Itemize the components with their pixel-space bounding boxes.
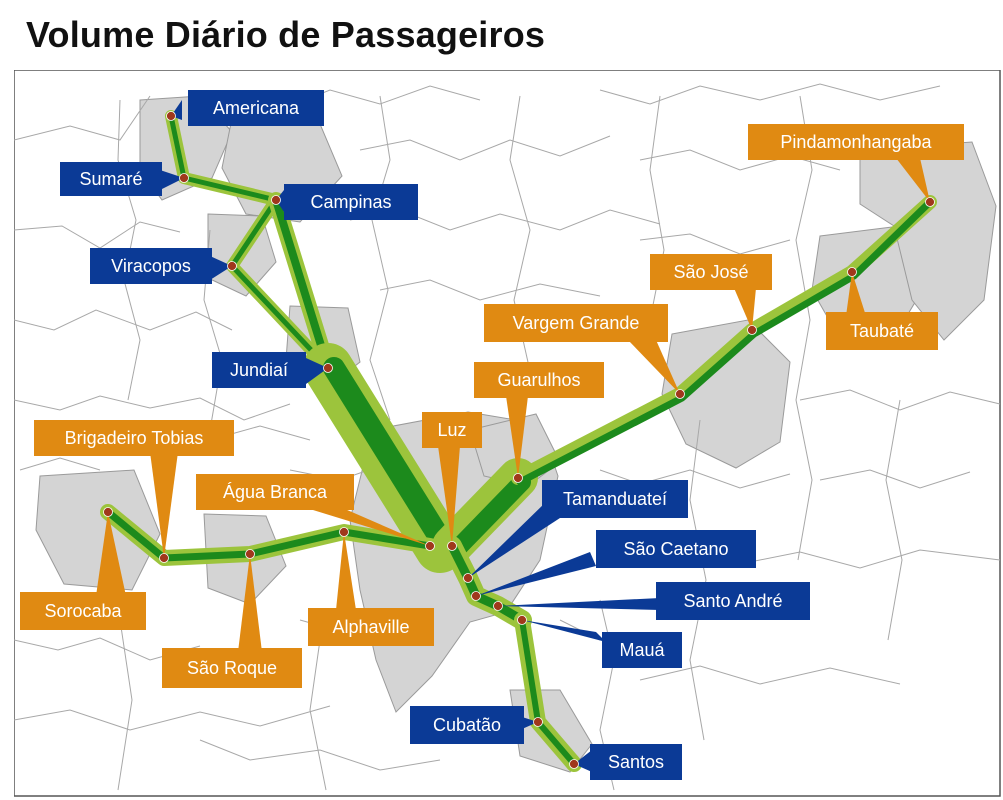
page-title: Volume Diário de Passageiros — [26, 14, 546, 55]
region-pinda — [859, 141, 997, 341]
label-sumare: Sumaré — [60, 162, 162, 196]
dot-luz — [447, 541, 457, 551]
dot-americana — [166, 111, 176, 121]
pointer-saojose — [734, 288, 756, 330]
pointer-aguabranca — [300, 506, 430, 546]
pointer-luz — [438, 446, 460, 546]
label-vargemgrande: Vargem Grande — [484, 304, 668, 342]
label-santoandre: Santo André — [656, 582, 810, 620]
dot-vargem — [675, 389, 685, 399]
label-taubate: Taubaté — [826, 312, 938, 350]
dot-campinas — [271, 195, 281, 205]
line-campinas-jundiai-dark — [272, 196, 332, 372]
label-tamanduatei: Tamanduateí — [542, 480, 688, 518]
pointer-saocaetano — [476, 552, 596, 596]
label-cubatao: Cubatão — [410, 706, 524, 744]
line-luz-guarulhos-dark — [447, 473, 531, 559]
label-brigadeirotobias: Brigadeiro Tobias — [34, 420, 234, 456]
pointer-santos — [574, 750, 592, 772]
dot-sorocaba — [103, 507, 113, 517]
dot-tamanduatei — [463, 573, 473, 583]
dot-alphaville — [339, 527, 349, 537]
label-santos: Santos — [590, 744, 682, 780]
pointer-tamanduatei — [468, 500, 560, 578]
dot-guarulhos — [513, 473, 523, 483]
dot-sumare — [179, 173, 189, 183]
label-jundiai: Jundiaí — [212, 352, 306, 388]
label-americana: Americana — [188, 90, 324, 126]
label-saojose: São José — [650, 254, 772, 290]
label-pindamonhangaba: Pindamonhangaba — [748, 124, 964, 160]
dot-saocaetano — [471, 591, 481, 601]
dot-brigadeiro — [159, 553, 169, 563]
pointer-alphaville — [336, 532, 356, 610]
dot-pinda — [925, 197, 935, 207]
label-alphaville: Alphaville — [308, 608, 434, 646]
callout-pointers — [96, 100, 930, 772]
label-luz: Luz — [422, 412, 482, 448]
label-aguabranca: Água Branca — [196, 474, 354, 510]
pointer-taubate — [846, 272, 866, 316]
label-campinas: Campinas — [284, 184, 418, 220]
label-sorocaba: Sorocaba — [20, 592, 146, 630]
dot-cubatao — [533, 717, 543, 727]
region-sorocaba — [35, 469, 161, 591]
label-saocaetano: São Caetano — [596, 530, 756, 568]
dot-taubate — [847, 267, 857, 277]
pointer-sumare — [160, 170, 184, 190]
line-jundiai-luz-dark — [323, 357, 457, 559]
pointer-sorocaba — [96, 512, 126, 596]
dot-aguabranca — [425, 541, 435, 551]
pointer-jundiai — [306, 358, 328, 384]
pointer-saoroque — [238, 554, 262, 652]
pointer-guarulhos — [506, 396, 528, 478]
dot-viracopos — [227, 261, 237, 271]
pointer-santoandre — [498, 598, 660, 610]
dot-santos — [569, 759, 579, 769]
pointer-pinda — [896, 158, 930, 202]
pointer-vargem — [628, 340, 680, 394]
dot-jundiai — [323, 363, 333, 373]
pointer-maua — [522, 620, 606, 642]
station-dots — [103, 111, 935, 769]
dot-maua — [517, 615, 527, 625]
dot-saojose — [747, 325, 757, 335]
label-guarulhos: Guarulhos — [474, 362, 604, 398]
label-viracopos: Viracopos — [90, 248, 212, 284]
label-saoroque: São Roque — [162, 648, 302, 688]
pointer-brigadeiro — [150, 452, 178, 558]
dot-santoandre — [493, 601, 503, 611]
label-maua: Mauá — [602, 632, 682, 668]
dot-saoroque — [245, 549, 255, 559]
pointer-viracopos — [210, 256, 232, 280]
